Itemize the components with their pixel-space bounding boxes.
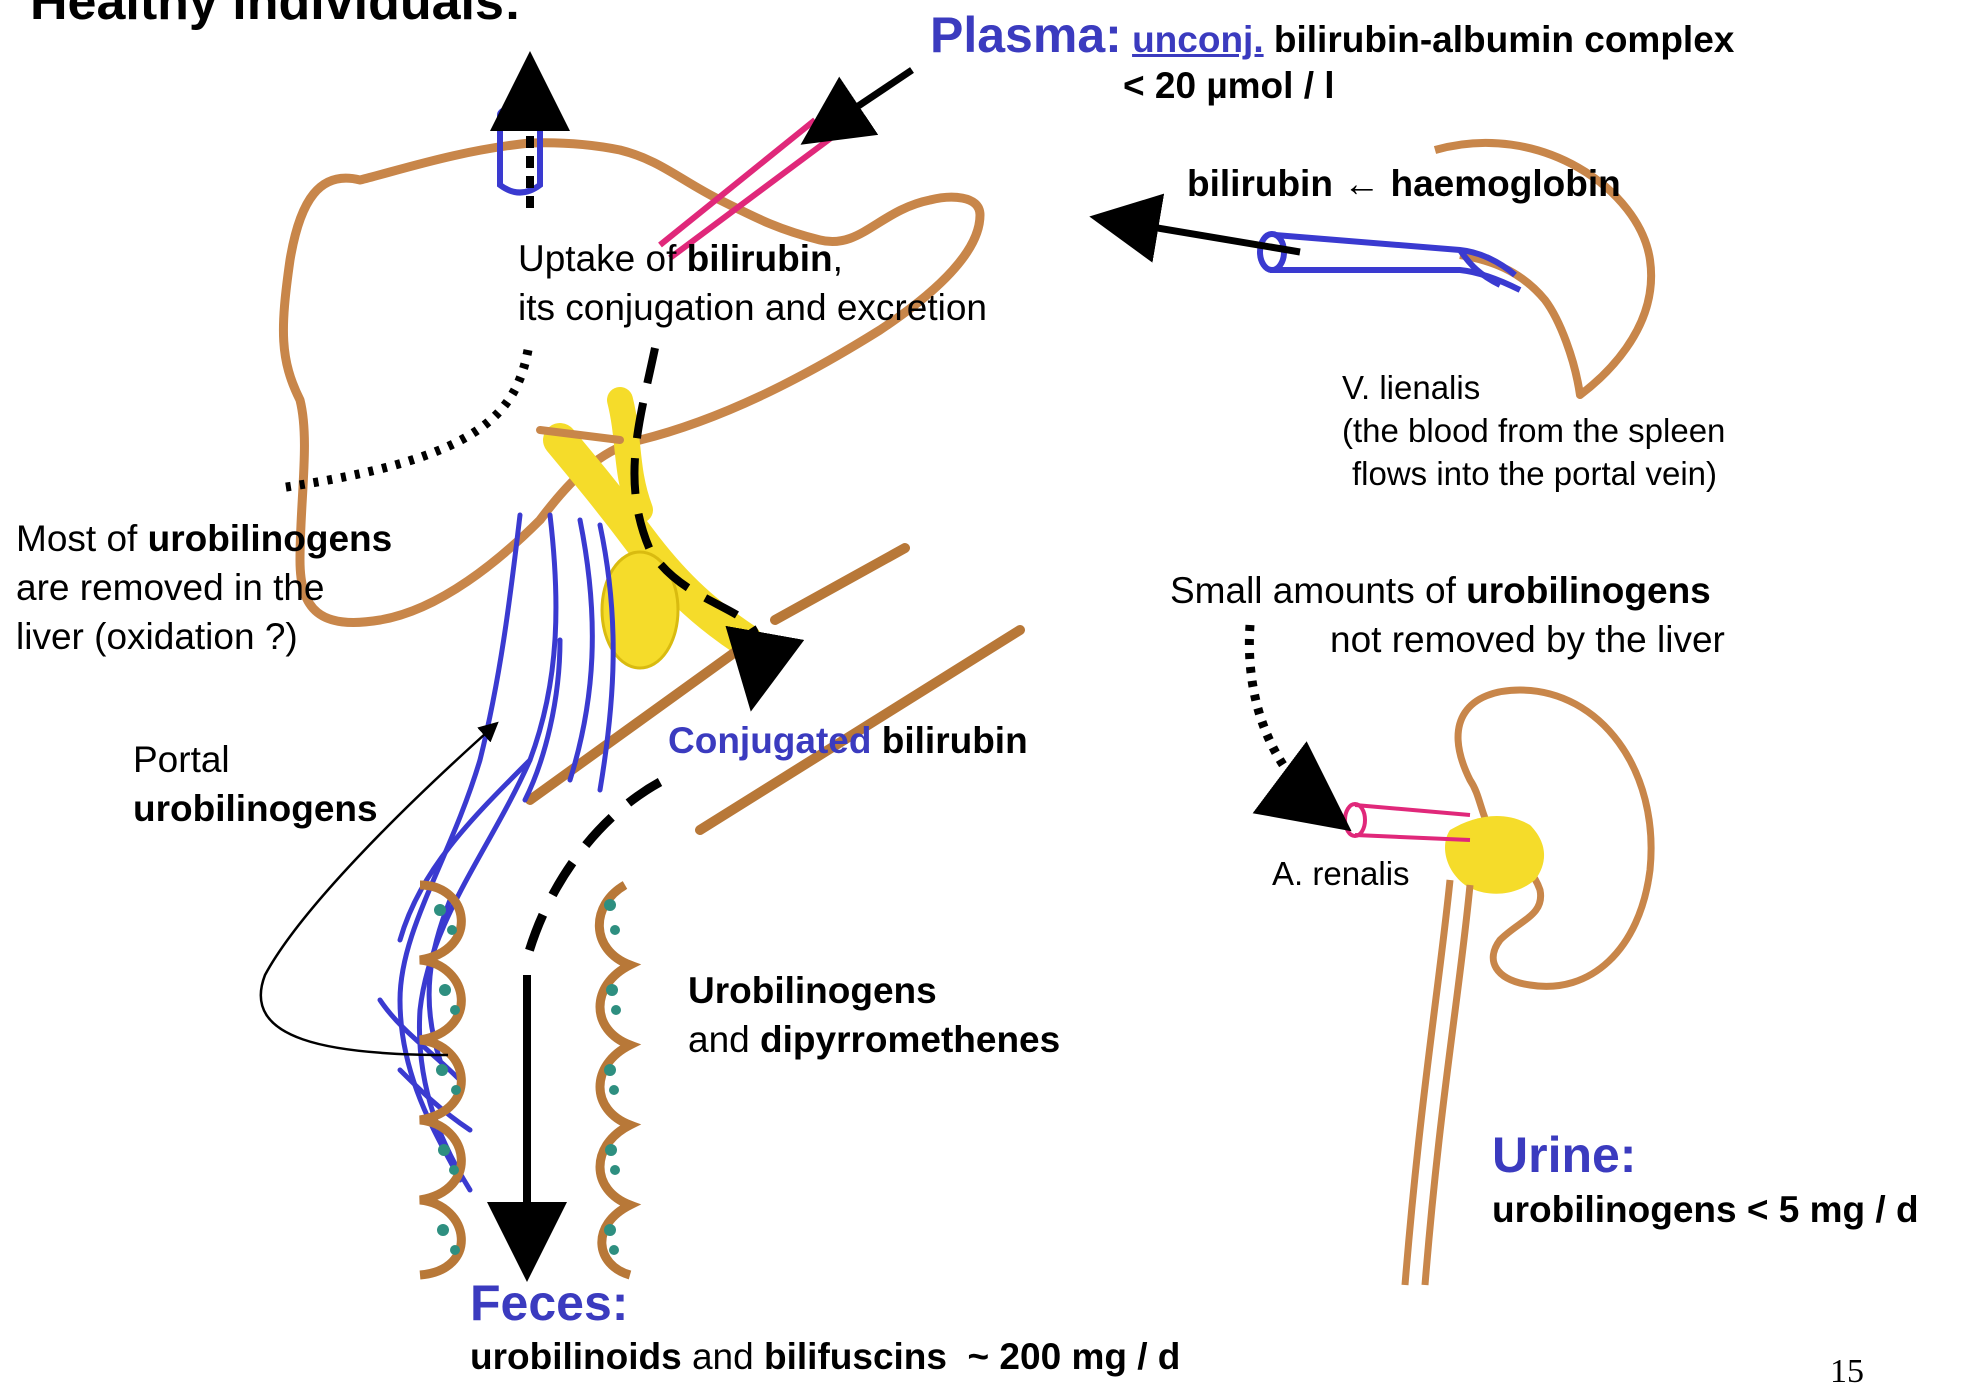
- page-title: Healthy individuals:: [30, 0, 521, 37]
- small-amounts-label: Small amounts of urobilinogens: [1170, 567, 1711, 616]
- feces-heading: Feces:: [470, 1270, 628, 1336]
- small-amounts-prefix: Small amounts of: [1170, 570, 1466, 611]
- conjugated-to-colon-arrow: [528, 782, 660, 955]
- intestine-and: and: [688, 1019, 760, 1060]
- conjugated-bilirubin-label: Conjugated bilirubin: [668, 717, 1028, 766]
- portal-label: Portal urobilinogens: [133, 736, 378, 834]
- urobilinogen-removal-dotted: [280, 350, 528, 488]
- small-amounts-line2: not removed by the liver: [1330, 616, 1725, 665]
- uptake-suffix: ,: [833, 238, 843, 279]
- renal-pelvis: [1445, 816, 1544, 894]
- feces-amount: ~ 200 mg / d: [947, 1336, 1180, 1377]
- urobilinogen-removed-label: Most of urobilinogens are removed in the…: [16, 515, 392, 661]
- plasma-limit: < 20 µmol / l: [1123, 62, 1335, 111]
- conjugated-word: Conjugated: [668, 720, 871, 761]
- spleen-bilirubin-label: bilirubin ← haemoglobin: [1187, 160, 1621, 209]
- feces-and: and: [682, 1336, 764, 1377]
- page-number: 15: [1830, 1350, 1864, 1395]
- uptake-line2: its conjugation and excretion: [518, 287, 987, 328]
- plasma-complex: bilirubin-albumin complex: [1274, 19, 1734, 60]
- portal-line1: Portal: [133, 739, 230, 780]
- spleen-haemoglobin: haemoglobin: [1391, 163, 1621, 204]
- colon-wall-right: [599, 885, 630, 1275]
- urine-heading: Urine:: [1492, 1122, 1636, 1188]
- vein-note-1: (the blood from the spleen: [1342, 412, 1725, 449]
- portal-vein: [380, 515, 613, 1190]
- urine-value: urobilinogens < 5 mg / d: [1492, 1186, 1919, 1235]
- plasma-heading: Plasma:: [930, 7, 1122, 63]
- feces-urobilinoids: urobilinoids: [470, 1336, 682, 1377]
- vein-lienalis-label: V. lienalis (the blood from the spleen f…: [1342, 367, 1725, 496]
- intestine-dipyrromethenes: dipyrromethenes: [760, 1019, 1060, 1060]
- uptake-bilirubin: bilirubin: [687, 238, 833, 279]
- spleen-arrow: ←: [1343, 163, 1380, 204]
- liver-uptake-label: Uptake of bilirubin, its conjugation and…: [518, 235, 987, 333]
- feces-bilifuscins: bilifuscins: [764, 1336, 947, 1377]
- plasma-arrow: [818, 70, 912, 133]
- plasma-label: Plasma: unconj. bilirubin-albumin comple…: [930, 2, 1734, 68]
- removed-urobilinogens: urobilinogens: [148, 518, 393, 559]
- conjugated-bilirubin: bilirubin: [882, 720, 1028, 761]
- vein-note-2: flows into the portal vein): [1342, 455, 1717, 492]
- portal-urobilinogens: urobilinogens: [133, 788, 378, 829]
- uptake-prefix: Uptake of: [518, 238, 687, 279]
- spleen-bilirubin: bilirubin: [1187, 163, 1333, 204]
- removed-line3: liver (oxidation ?): [16, 616, 298, 657]
- intestine-urobilinogens: Urobilinogens: [688, 970, 937, 1011]
- ureter: [1405, 880, 1470, 1285]
- intestine-label: Urobilinogens and dipyrromethenes: [688, 967, 1060, 1065]
- plasma-qualifier: unconj.: [1132, 19, 1264, 60]
- kidney-urobilinogen-arrow: [1249, 625, 1330, 815]
- removed-line2: are removed in the: [16, 567, 325, 608]
- removed-prefix: Most of: [16, 518, 148, 559]
- small-amounts-urobilinogens: urobilinogens: [1466, 570, 1711, 611]
- renal-artery-label: A. renalis: [1272, 853, 1410, 896]
- vein-name: V. lienalis: [1342, 369, 1480, 406]
- feces-value: urobilinoids and bilifuscins ~ 200 mg / …: [470, 1333, 1180, 1382]
